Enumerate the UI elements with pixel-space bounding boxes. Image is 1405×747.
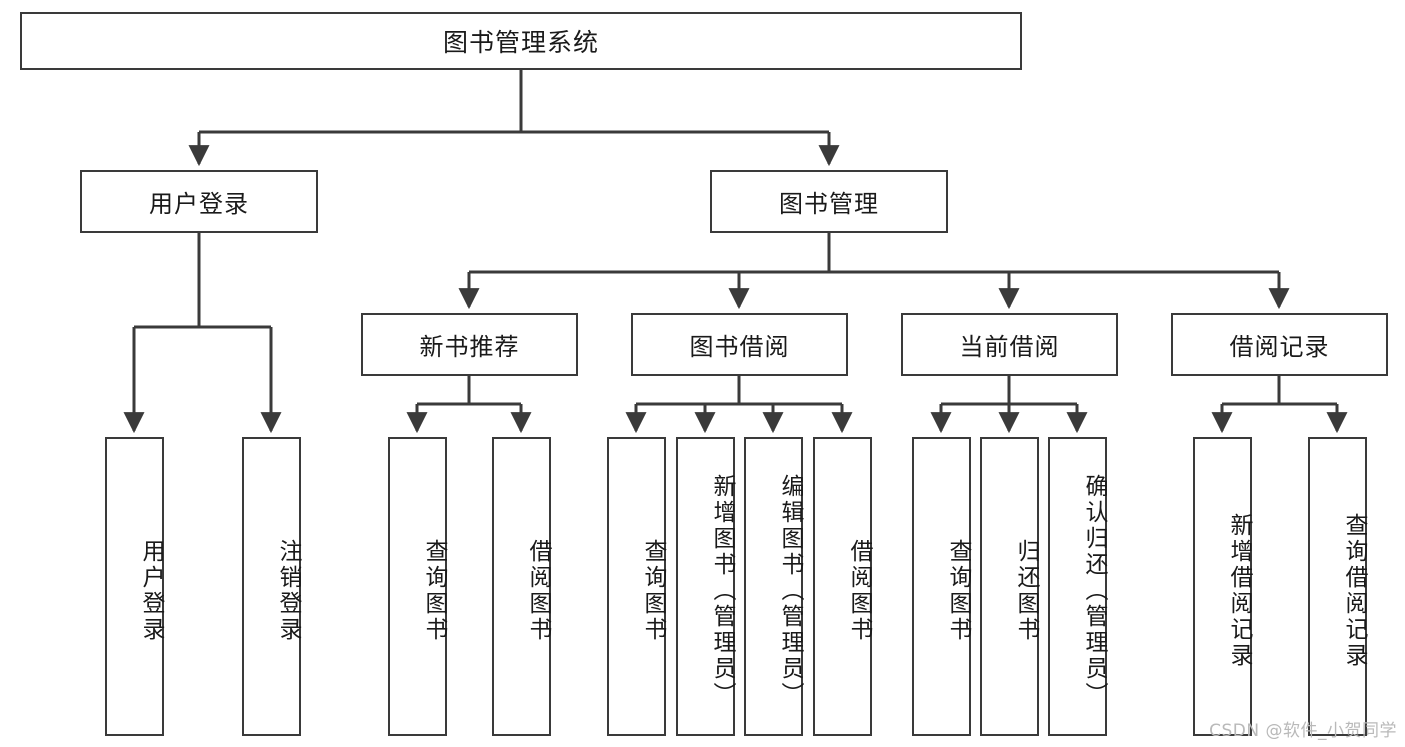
node-label: 借阅记录 <box>1229 333 1330 361</box>
leaf-confirm-return-admin[interactable]: 确认归还（管理员） <box>1048 437 1107 736</box>
node-label: 注销登录 <box>275 538 301 643</box>
leaf-logout-login[interactable]: 注销登录 <box>242 437 301 736</box>
node-label: 编辑图书（管理员） <box>777 473 803 708</box>
leaf-add-borrow-record[interactable]: 新增借阅记录 <box>1193 437 1252 736</box>
node-label: 查询图书 <box>945 538 971 643</box>
node-root-book-management-system[interactable]: 图书管理系统 <box>20 12 1022 70</box>
node-label: 查询图书 <box>640 538 666 643</box>
leaf-user-login[interactable]: 用户登录 <box>105 437 164 736</box>
leaf-query-borrow-record[interactable]: 查询借阅记录 <box>1308 437 1367 736</box>
node-borrow-record[interactable]: 借阅记录 <box>1171 313 1388 376</box>
node-book-borrow[interactable]: 图书借阅 <box>631 313 848 376</box>
node-label: 用户登录 <box>138 538 164 643</box>
leaf-query-book-borrow[interactable]: 查询图书 <box>607 437 666 736</box>
node-label: 新增图书（管理员） <box>709 473 735 708</box>
leaf-borrow-book-recommend[interactable]: 借阅图书 <box>492 437 551 736</box>
node-label: 新书推荐 <box>419 333 520 361</box>
leaf-add-book-admin[interactable]: 新增图书（管理员） <box>676 437 735 736</box>
leaf-query-book-current[interactable]: 查询图书 <box>912 437 971 736</box>
node-label: 查询借阅记录 <box>1341 512 1367 669</box>
node-label: 用户登录 <box>149 190 249 218</box>
node-label: 确认归还（管理员） <box>1081 473 1107 708</box>
leaf-edit-book-admin[interactable]: 编辑图书（管理员） <box>744 437 803 736</box>
node-new-book-recommend[interactable]: 新书推荐 <box>361 313 578 376</box>
node-label: 借阅图书 <box>525 538 551 643</box>
node-label: 图书借阅 <box>689 333 790 361</box>
leaf-return-book[interactable]: 归还图书 <box>980 437 1039 736</box>
node-label: 图书管理 <box>779 190 879 218</box>
leaf-query-book-recommend[interactable]: 查询图书 <box>388 437 447 736</box>
node-label: 图书管理系统 <box>442 28 599 57</box>
node-label: 借阅图书 <box>846 538 872 643</box>
leaf-borrow-book[interactable]: 借阅图书 <box>813 437 872 736</box>
node-label: 查询图书 <box>421 538 447 643</box>
node-user-login[interactable]: 用户登录 <box>80 170 318 233</box>
node-label: 新增借阅记录 <box>1226 512 1252 669</box>
node-label: 归还图书 <box>1013 538 1039 643</box>
node-book-manage[interactable]: 图书管理 <box>710 170 948 233</box>
node-label: 当前借阅 <box>959 333 1060 361</box>
watermark: CSDN @软件_小贺同学 <box>1209 721 1397 741</box>
node-current-borrow[interactable]: 当前借阅 <box>901 313 1118 376</box>
